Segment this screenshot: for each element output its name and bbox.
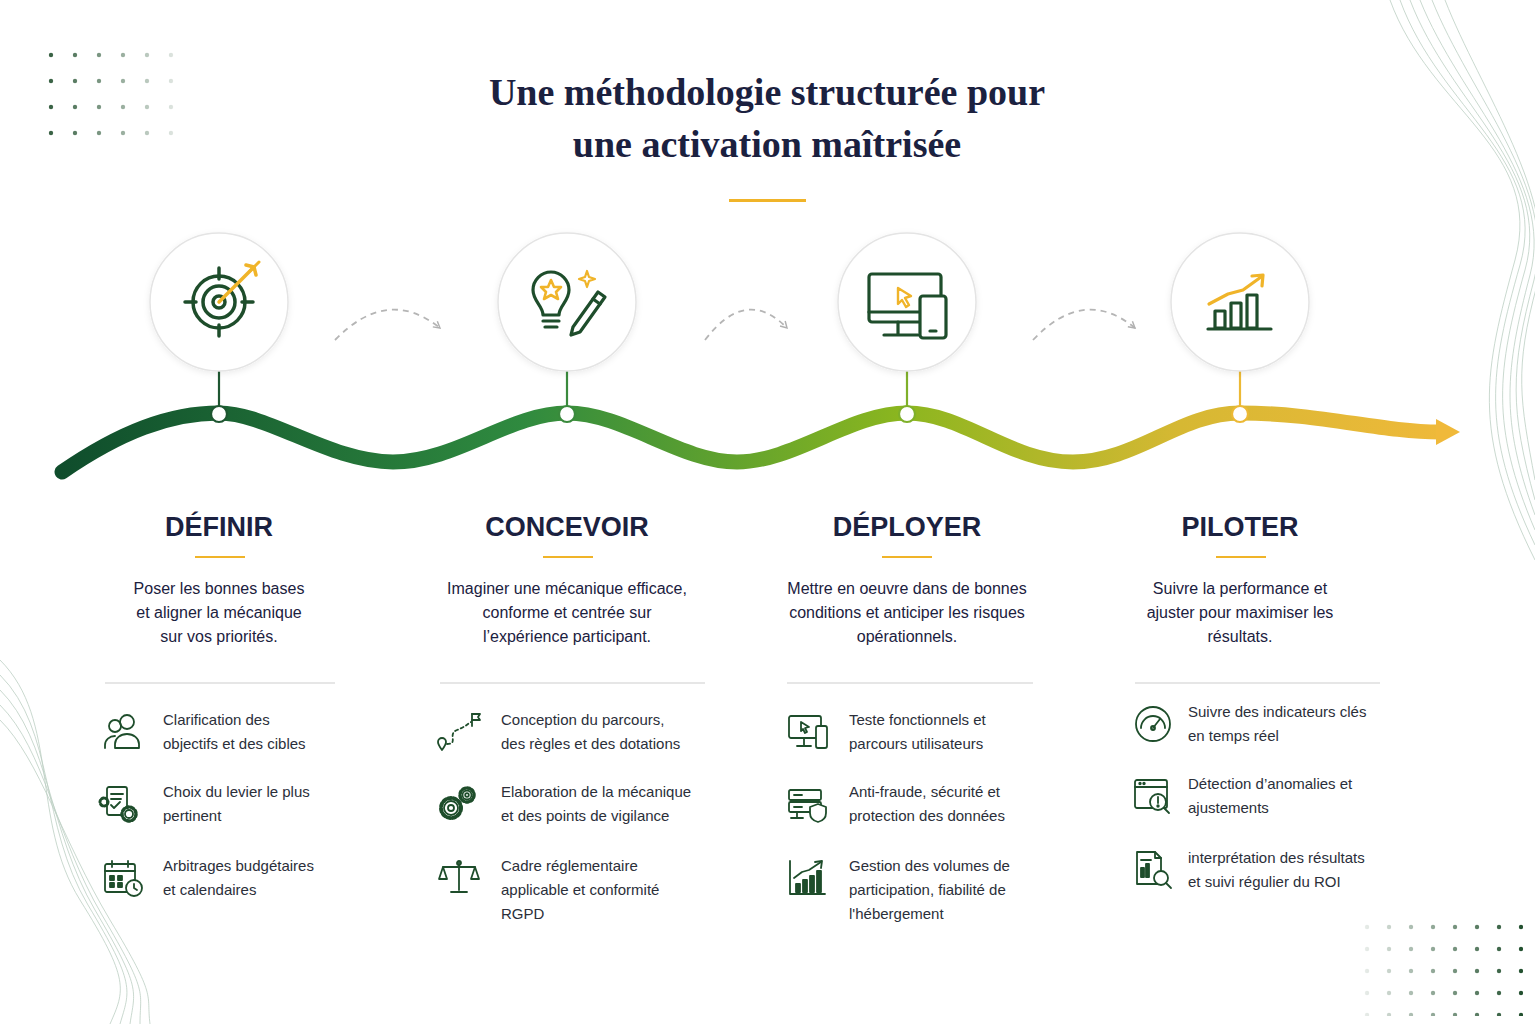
step-item: Cadre réglementaire applicable et confor… (501, 854, 692, 926)
step-description: Poser les bonnes bases et aligner la méc… (128, 577, 310, 649)
step-heading: DÉPLOYER (757, 512, 1057, 542)
growth-chart-icon (1208, 275, 1271, 329)
step-description: Mettre en oeuvre dans de bonnes conditio… (785, 577, 1030, 649)
step-heading: DÉFINIR (69, 512, 369, 542)
step-circles (150, 233, 1309, 371)
dot-grid (1363, 919, 1523, 1016)
devices-small-icon (789, 716, 827, 748)
dashed-connector (1033, 310, 1135, 340)
document-gear-icon (100, 787, 136, 821)
step-description: Suivre la performance et ajuster pour ma… (1145, 577, 1335, 649)
dashed-connector (335, 310, 440, 340)
step-item: Elaboration de la mécanique et des point… (501, 780, 692, 828)
scales-icon (439, 861, 479, 892)
step-item: Conception du parcours, des règles et de… (501, 708, 692, 756)
bar-chart-icon (790, 861, 825, 894)
timeline-wave (62, 413, 1440, 472)
flow-lines (0, 660, 150, 1024)
step-column: DÉPLOYERMettre en oeuvre dans de bonnes … (787, 232, 1033, 952)
server-shield-icon (789, 790, 826, 822)
route-flag-icon (438, 714, 480, 750)
step-item: interprétation des résultats et suivi ré… (1188, 846, 1373, 894)
heading-underlines (195, 556, 1266, 558)
section-dividers (105, 682, 1380, 684)
calendar-clock-icon (105, 861, 142, 896)
gauge-icon (1136, 707, 1170, 741)
diagram-title: Une méthodologie structurée pour une act… (487, 66, 1047, 170)
step-item: Détection d’anomalies et ajustements (1188, 772, 1373, 820)
step-column: DÉFINIRPoser les bonnes bases et aligner… (105, 232, 335, 952)
idea-icon (533, 271, 605, 335)
step-heading: CONCEVOIR (417, 512, 717, 542)
step-item: Suivre des indicateurs clés en temps rée… (1188, 700, 1373, 748)
devices-icon (869, 274, 946, 338)
dashed-connector (705, 310, 787, 340)
gears-icon (441, 788, 474, 818)
step-heading: PILOTER (1090, 512, 1390, 542)
step-item: Clarification des objectifs et des cible… (163, 708, 323, 756)
step-column: CONCEVOIRImaginer une mécanique efficace… (440, 232, 705, 952)
report-search-icon (1137, 852, 1171, 888)
step-item: Gestion des volumes de participation, fi… (849, 854, 1039, 926)
timeline-arrowhead (1436, 419, 1460, 445)
step-item: Choix du levier le plus pertinent (163, 780, 323, 828)
target-icon (185, 262, 259, 336)
step-item: Teste fonctionnels et parcours utilisate… (849, 708, 1039, 756)
step-item: Anti-fraude, sécurité et protection des … (849, 780, 1039, 828)
flow-lines (1390, 0, 1535, 560)
people-icon (105, 715, 139, 748)
title-underline (729, 199, 806, 202)
step-column: PILOTERSuivre la performance et ajuster … (1135, 232, 1380, 952)
dot-grid (33, 41, 188, 153)
step-description: Imaginer une mécanique efficace, conform… (444, 577, 690, 649)
window-alert-icon (1135, 780, 1169, 813)
step-item: Arbitrages budgétaires et calendaires (163, 854, 323, 902)
timeline-stems (211, 371, 1248, 422)
